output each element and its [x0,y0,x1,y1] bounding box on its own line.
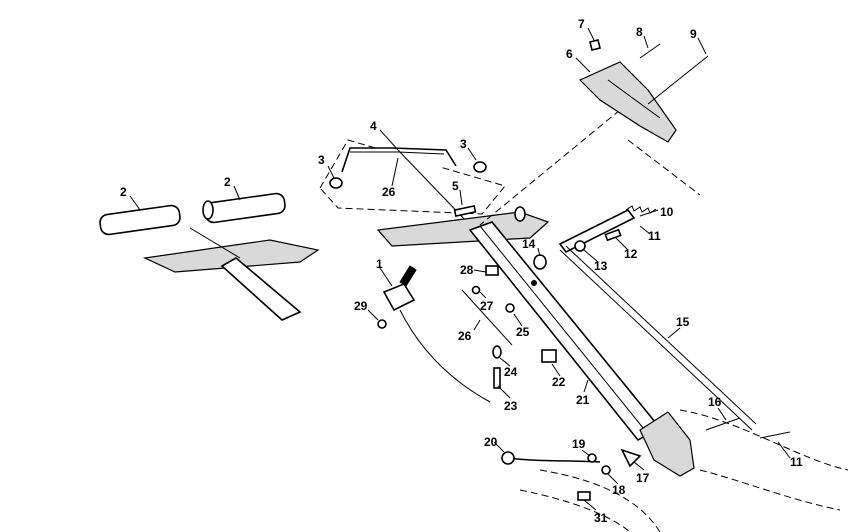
lever-knob [399,265,417,287]
callout-3-left: 3 [318,153,325,167]
callout-9: 9 [690,27,697,41]
bolt-31 [577,491,591,501]
callout-5: 5 [452,179,459,193]
callout-8: 8 [636,25,643,39]
nut-18 [601,465,611,475]
washer-right [473,161,487,173]
left-handle-assembly [99,192,320,321]
shift-arm-20 [507,457,601,463]
old-handle-tube [220,257,302,321]
callout-27: 27 [480,299,494,313]
handle-bracket [578,61,677,143]
bail-handle [341,147,457,173]
nut-25 [505,303,515,313]
callout-28: 28 [460,263,474,277]
callout-4: 4 [370,119,377,133]
small-hardware [471,265,557,389]
callout-24: 24 [504,365,518,379]
washer-27 [471,285,481,295]
callout-11-top: 11 [648,229,661,243]
top-bracket-assembly [578,39,709,143]
callout-15: 15 [676,315,690,329]
nut-29 [377,319,387,329]
bail-handle-group [319,139,506,226]
bolt-12 [604,228,622,242]
callout-11-bottom: 11 [790,455,803,469]
callout-22: 22 [552,375,566,389]
shift-lever [558,208,636,254]
callout-20: 20 [484,435,498,449]
callout-25: 25 [516,325,530,339]
grip-left [99,204,181,236]
callout-2-left: 2 [120,185,127,199]
clip-28 [485,265,499,276]
callout-21: 21 [576,393,590,407]
control-lever-assembly [377,265,513,403]
callout-2-right: 2 [224,175,231,189]
old-control-panel [142,239,320,273]
grip-end-ring [202,200,214,220]
washer-left [329,177,343,189]
callout-labels: 1 2 2 3 3 4 5 6 7 8 9 10 11 11 12 13 14 … [120,17,803,525]
callout-18: 18 [612,483,626,497]
callout-17: 17 [636,471,650,485]
control-cable [399,309,491,403]
callout-23: 23 [504,399,518,413]
callout-7: 7 [578,17,585,31]
lower-bracket-assembly [501,411,791,501]
lower-bracket [639,411,695,477]
bracket-22 [541,349,557,363]
callout-29: 29 [354,299,368,313]
callout-13: 13 [594,259,608,273]
callout-14: 14 [522,237,536,251]
spacer-14 [533,254,547,270]
callout-3-right: 3 [460,137,467,151]
callout-19: 19 [572,437,586,451]
control-lever-body [382,283,416,312]
clip-17 [620,448,642,468]
clip-24 [492,345,502,359]
callout-6: 6 [566,47,573,61]
callout-16: 16 [708,395,722,409]
cable-clip-5 [453,205,477,217]
shift-rod [559,249,753,431]
callout-12: 12 [624,247,638,261]
shift-lever-assembly [533,205,657,270]
callout-1: 1 [376,257,383,271]
grip-right [204,192,286,224]
callout-31: 31 [594,511,608,525]
bolt-23 [493,367,501,389]
leader-lines [129,27,791,511]
callout-26-bottom: 26 [458,329,472,343]
nut-7 [589,39,601,51]
spring-10 [625,205,657,214]
callout-26-top: 26 [382,185,396,199]
callout-10: 10 [660,205,674,219]
